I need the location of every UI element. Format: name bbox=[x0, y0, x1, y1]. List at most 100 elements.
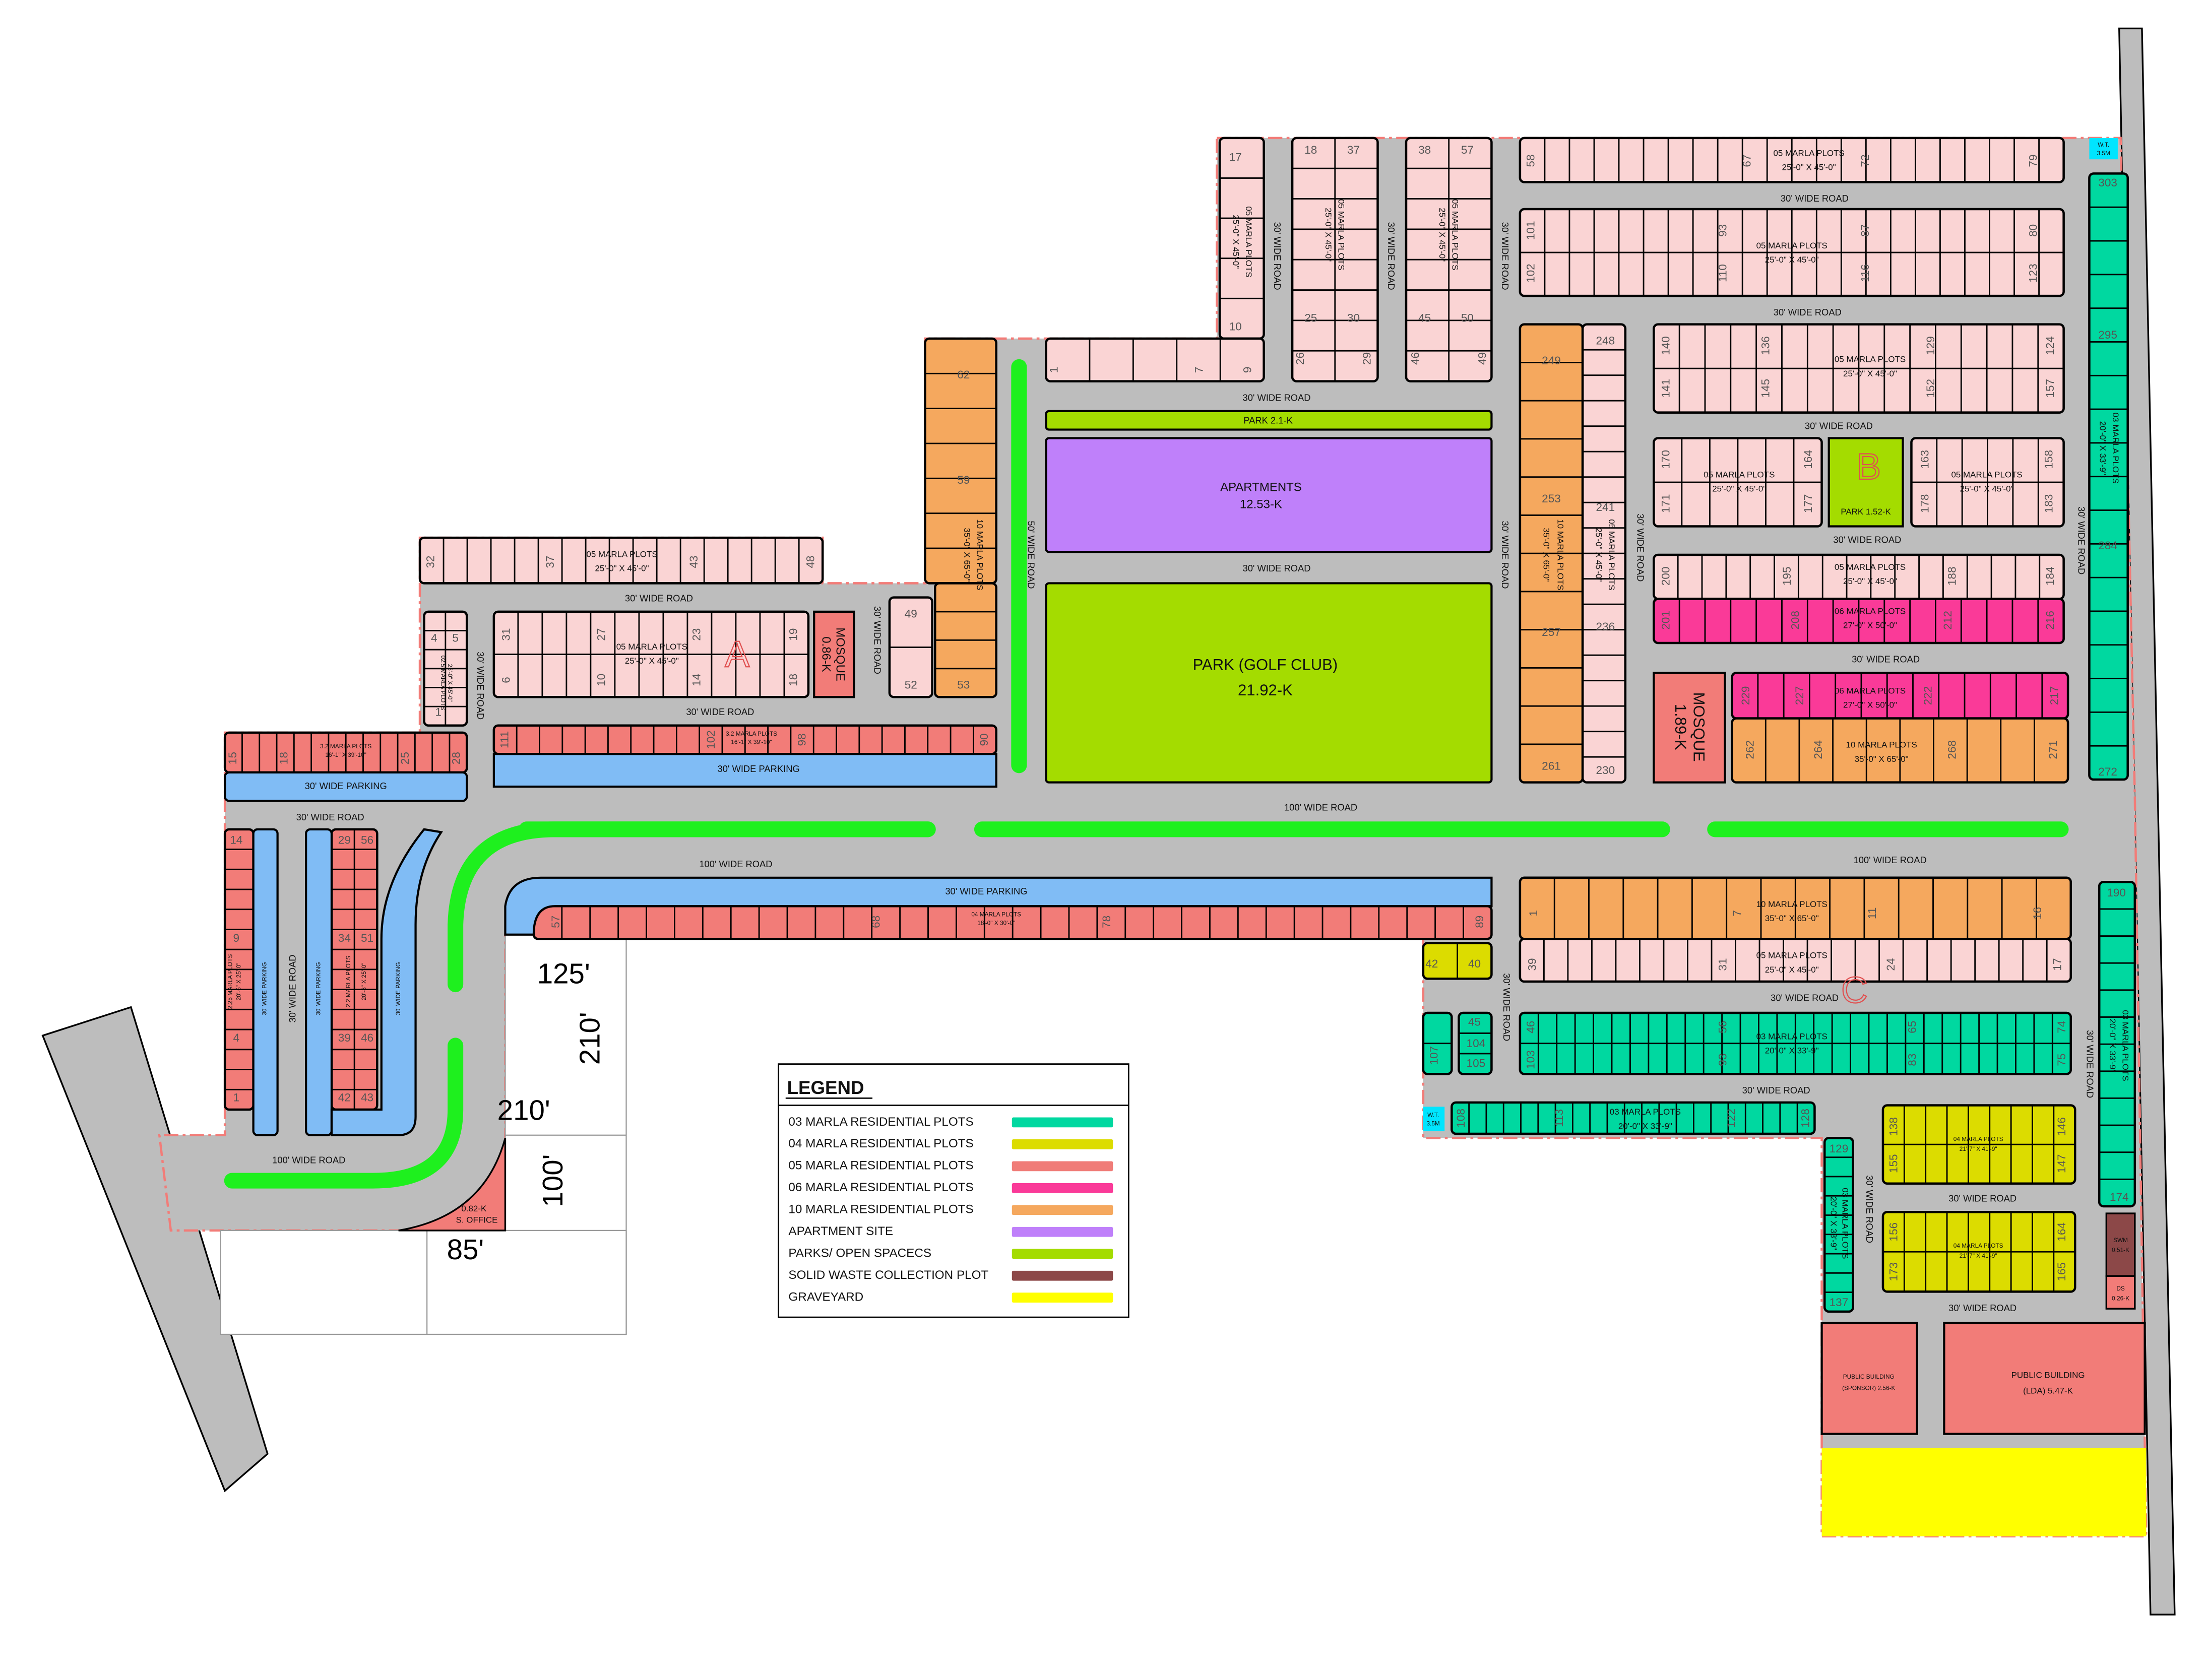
svg-text:68: 68 bbox=[869, 916, 882, 928]
svg-text:3.2 MARLA PLOTS: 3.2 MARLA PLOTS bbox=[726, 730, 777, 737]
block-top-col-2 bbox=[1291, 137, 1379, 382]
svg-text:136: 136 bbox=[1759, 336, 1772, 355]
svg-text:46: 46 bbox=[361, 1031, 373, 1044]
park-2-1-k bbox=[1045, 410, 1493, 431]
svg-text:42: 42 bbox=[1425, 957, 1438, 970]
legend-item-swatch bbox=[1012, 1139, 1113, 1149]
block-10-marla-1-16 bbox=[1519, 876, 2072, 940]
svg-text:05 MARLA PLOTS: 05 MARLA PLOTS bbox=[1951, 470, 2023, 479]
svg-text:122: 122 bbox=[1725, 1109, 1738, 1128]
svg-text:20'-8" X 25'-0": 20'-8" X 25'-0" bbox=[360, 962, 367, 1000]
svg-text:155: 155 bbox=[1887, 1154, 1900, 1173]
svg-text:173: 173 bbox=[1887, 1262, 1900, 1281]
block-teal-190-174 bbox=[2098, 881, 2136, 1208]
svg-text:116: 116 bbox=[1859, 264, 1871, 282]
plot-block-fill bbox=[1451, 1101, 1816, 1135]
parking-label-v2: 30' WIDE PARKING bbox=[315, 962, 322, 1015]
dimension-210: 210' bbox=[497, 1094, 550, 1126]
ds-area: 0.26-K bbox=[2112, 1295, 2129, 1302]
svg-text:188: 188 bbox=[1945, 566, 1958, 586]
svg-text:37: 37 bbox=[544, 556, 556, 568]
mosque-b-area: 1.89-K bbox=[1672, 704, 1689, 750]
park-b-label: PARK 1.52-K bbox=[1841, 507, 1891, 516]
svg-text:04 MARLA PLOTS: 04 MARLA PLOTS bbox=[1953, 1242, 2003, 1249]
svg-text:45: 45 bbox=[1468, 1016, 1481, 1028]
svg-text:25'-0" X 45'-0": 25'-0" X 45'-0" bbox=[1437, 208, 1447, 262]
svg-text:15: 15 bbox=[226, 752, 239, 764]
svg-text:59: 59 bbox=[957, 474, 970, 486]
site-office-label: S. OFFICE bbox=[456, 1215, 498, 1225]
water-tank-south-label: W.T. bbox=[1427, 1111, 1439, 1118]
svg-text:29: 29 bbox=[338, 833, 351, 846]
svg-text:56: 56 bbox=[361, 833, 373, 846]
svg-text:124: 124 bbox=[2044, 336, 2056, 355]
park-b bbox=[1827, 437, 1904, 528]
svg-text:05 MARLA PLOTS: 05 MARLA PLOTS bbox=[1451, 199, 1460, 270]
svg-text:35'-0" X 65'-0": 35'-0" X 65'-0" bbox=[1855, 754, 1909, 764]
svg-text:35'-0" X 65'-0": 35'-0" X 65'-0" bbox=[962, 528, 972, 581]
svg-text:190: 190 bbox=[2107, 886, 2126, 899]
svg-text:5: 5 bbox=[452, 632, 459, 644]
block-4-marla-42-40 bbox=[1422, 942, 1493, 980]
plot-block-fill bbox=[418, 536, 824, 585]
svg-text:30' WIDE ROAD: 30' WIDE ROAD bbox=[1805, 421, 1873, 431]
block-top-row-right bbox=[1519, 137, 2065, 183]
svg-text:93: 93 bbox=[1717, 224, 1729, 237]
legend-item-swatch bbox=[1012, 1226, 1113, 1237]
svg-text:201: 201 bbox=[1660, 611, 1672, 630]
svg-text:164: 164 bbox=[2055, 1222, 2068, 1242]
svg-text:17: 17 bbox=[2051, 958, 2063, 971]
apartment-site bbox=[1045, 437, 1493, 553]
svg-text:20'-0" X 33'-9": 20'-0" X 33'-9" bbox=[2098, 421, 2107, 475]
svg-text:303: 303 bbox=[2098, 176, 2117, 189]
swm-area: 0.51-K bbox=[2112, 1247, 2129, 1254]
svg-text:157: 157 bbox=[2044, 379, 2056, 398]
svg-text:102: 102 bbox=[1524, 264, 1537, 283]
block-a-marker: A bbox=[725, 634, 749, 675]
svg-text:30: 30 bbox=[1347, 311, 1360, 324]
svg-text:24: 24 bbox=[1884, 958, 1897, 971]
svg-text:295: 295 bbox=[2098, 329, 2117, 341]
svg-text:156: 156 bbox=[1887, 1222, 1900, 1242]
parking-label-west: 30' WIDE PARKING bbox=[305, 781, 387, 791]
svg-text:05 MARLA PLOTS: 05 MARLA PLOTS bbox=[1774, 148, 1845, 158]
pb-lda-area: (LDA) 5.47-K bbox=[2023, 1386, 2073, 1395]
svg-text:27: 27 bbox=[595, 628, 607, 641]
svg-text:30' WIDE ROAD: 30' WIDE ROAD bbox=[1243, 563, 1311, 573]
site-office-area: 0.82-K bbox=[461, 1204, 487, 1213]
svg-text:27'-0" X 50'-0": 27'-0" X 50'-0" bbox=[1843, 621, 1897, 630]
svg-text:65: 65 bbox=[1906, 1021, 1918, 1033]
svg-text:2.25 MARLA PLOTS: 2.25 MARLA PLOTS bbox=[227, 954, 234, 1009]
svg-text:75: 75 bbox=[2055, 1054, 2068, 1066]
svg-text:03 MARLA PLOTS: 03 MARLA PLOTS bbox=[2121, 1010, 2130, 1081]
svg-text:236: 236 bbox=[1596, 620, 1615, 633]
block-49-52 bbox=[888, 596, 933, 698]
diagonal-access-road bbox=[41, 1006, 269, 1493]
svg-text:18: 18 bbox=[787, 674, 800, 686]
svg-text:25'-0" X 45'-0": 25'-0" X 45'-0" bbox=[1765, 965, 1819, 975]
dimension-plot bbox=[220, 934, 627, 1335]
svg-text:25'-0" X 45'-0": 25'-0" X 45'-0" bbox=[625, 656, 679, 666]
svg-text:21'-7" X 41'-9": 21'-7" X 41'-9" bbox=[1960, 1145, 1997, 1152]
svg-text:02.5 MARLA PLOTS: 02.5 MARLA PLOTS bbox=[439, 656, 447, 710]
svg-text:1: 1 bbox=[1527, 910, 1540, 917]
svg-text:261: 261 bbox=[1542, 760, 1561, 772]
svg-text:174: 174 bbox=[2110, 1191, 2129, 1203]
svg-text:4: 4 bbox=[233, 1031, 239, 1044]
svg-text:05 MARLA PLOTS: 05 MARLA PLOTS bbox=[1244, 206, 1253, 277]
svg-text:90: 90 bbox=[978, 733, 990, 746]
block-top-col-1 bbox=[1218, 137, 1265, 340]
svg-text:93: 93 bbox=[1717, 1054, 1729, 1066]
svg-text:229: 229 bbox=[1739, 686, 1752, 705]
block-teal-east bbox=[2088, 172, 2129, 781]
svg-text:241: 241 bbox=[1596, 501, 1615, 513]
svg-text:56: 56 bbox=[1717, 1021, 1729, 1033]
block-32-48 bbox=[418, 536, 824, 585]
block-teal-129-137 bbox=[1823, 1137, 1854, 1313]
golf-club-area: 21.92-K bbox=[1238, 681, 1293, 699]
svg-text:200: 200 bbox=[1660, 566, 1672, 586]
parking-label-v3: 30' WIDE PARKING bbox=[395, 962, 402, 1015]
svg-text:158: 158 bbox=[2042, 450, 2055, 469]
svg-text:43: 43 bbox=[361, 1091, 373, 1104]
